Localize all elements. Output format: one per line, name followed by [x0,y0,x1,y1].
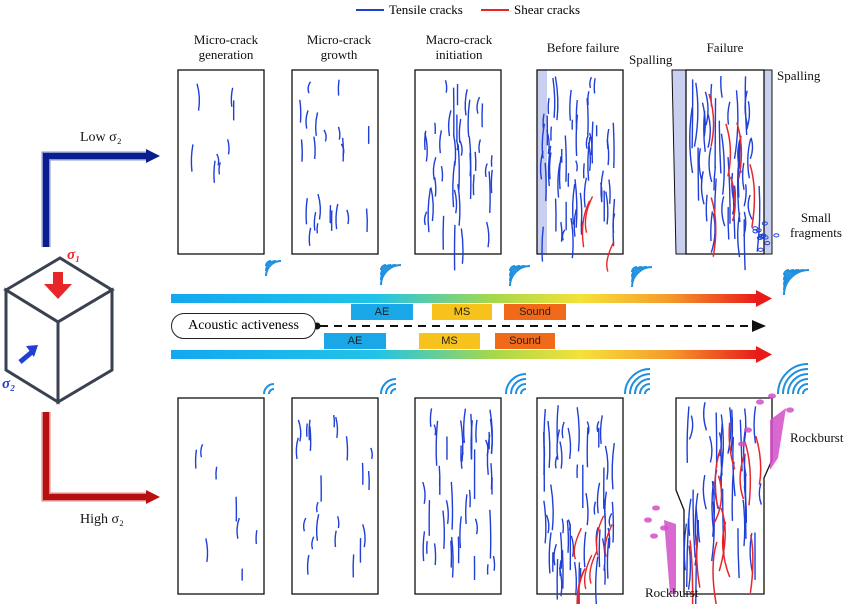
sigma2-label: σ₂ [2,376,16,392]
specimen-low-stage-1 [177,69,265,255]
specimen-low-stage-3 [414,69,502,271]
acoustic-wave-icon [624,368,651,395]
stage-label-before-failure: Before failure [546,40,620,55]
rockburst-label-right: Rockburst [790,430,844,445]
specimen-high-failure [644,393,794,609]
specimen-high-stage-2 [291,397,379,595]
specimen-low-stage-2 [291,69,379,255]
tag-sound-bottom: Sound [495,333,555,348]
tag-ae-bottom: AE [324,333,386,348]
small-fragments-label: Small fragments [790,210,842,240]
legend-shear-label: Shear cracks [514,2,581,17]
acoustic-gradient-bar-top-head [756,290,772,307]
tag-ms-top: MS [432,304,492,319]
stage-label-macro-crack-initiation: Macro-crack initiation [425,32,493,62]
acoustic-wave-icon [263,383,275,395]
sigma2-arrow-icon [18,345,38,364]
spalling-label-failure: Spalling [777,68,821,83]
acoustic-wave-icon [380,264,402,286]
failure-extras [644,69,794,609]
acoustic-activeness-label: Acoustic activeness [171,313,316,339]
acoustic-wave-icon [631,266,653,288]
acoustic-wave-icon [783,269,810,296]
sigma1-arrow-icon [44,272,72,299]
acoustic-gradient-bar-bottom [171,350,758,359]
acoustic-wave-icon [265,260,282,277]
spalling-label-before-failure: Spalling [629,52,673,67]
tag-ms-bottom: MS [419,333,480,348]
acoustic-wave-icon [777,363,809,395]
specimen-panels [177,69,624,609]
rockburst-label-bottom: Rockburst [645,585,699,600]
legend-tensile-label: Tensile cracks [389,2,463,17]
acoustic-wave-icon [509,265,531,287]
acoustic-gradient-bar-top [171,294,758,303]
specimen-low-stage-4 [536,69,624,272]
low-sigma-label: Low σ₂ [80,130,122,145]
acoustic-wave-icon [380,378,397,395]
high-sigma-label: High σ₂ [80,512,124,527]
specimen-low-failure [671,69,780,271]
acoustic-waves [263,260,810,395]
specimen-high-stage-3 [414,397,502,595]
stage-label-micro-crack-generation: Micro-crack generation [193,32,259,62]
specimen-high-stage-1 [177,397,265,595]
stage-label-micro-crack-growth: Micro-crack growth [306,32,372,62]
acoustic-gradient-bar-bottom-head [756,346,772,363]
low-sigma-path-arrow [41,149,160,247]
specimen-high-stage-4 [536,397,624,609]
acoustic-wave-icon [505,373,527,395]
sigma1-label: σ₁ [67,247,81,263]
stage-label-failure: Failure [706,40,744,55]
tag-ae-top: AE [351,304,413,319]
high-sigma-path-arrow [41,412,160,504]
tag-sound-top: Sound [504,304,566,319]
